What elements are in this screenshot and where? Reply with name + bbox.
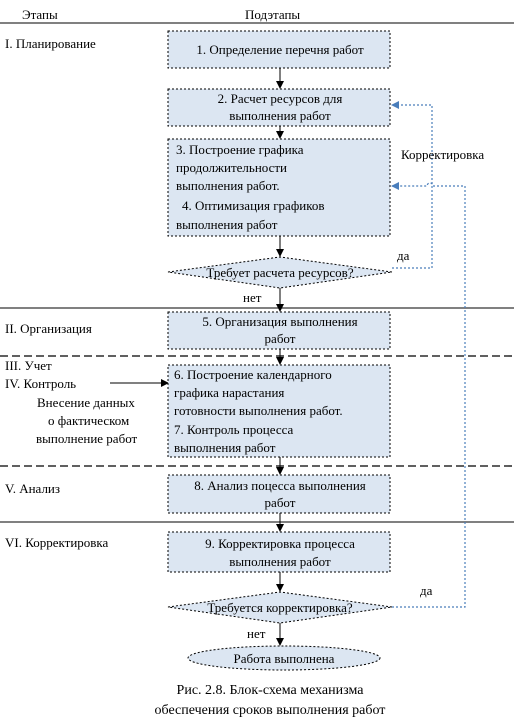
process-box-6-7: 6. Построение календарного графика нарас…	[167, 364, 391, 458]
decision-2-yes-label: да	[420, 583, 433, 598]
stage-control: IV. Контроль	[5, 376, 76, 391]
process-box-2: 2. Расчет ресурсов для выполнения работ	[167, 88, 391, 127]
decision-2-text: Требуется корректировка?	[207, 600, 353, 615]
box-8-line-2: работ	[265, 495, 296, 510]
stage-analysis: V. Анализ	[5, 481, 60, 496]
box-2-line-2: выполнения работ	[229, 108, 331, 123]
process-box-5: 5. Организация выполнения работ	[167, 311, 391, 350]
column-header-substages: Подэтапы	[245, 7, 300, 22]
stage-data-entry-line-2: о фактическом	[48, 413, 129, 428]
stage-accounting: III. Учет	[5, 358, 52, 373]
correction-loop-label: Корректировка	[401, 147, 484, 162]
box-67-line-5: выполнения работ	[174, 440, 276, 455]
process-box-1: 1. Определение перечня работ	[167, 30, 391, 69]
terminal-text: Работа выполнена	[234, 651, 335, 666]
column-header-stages: Этапы	[22, 7, 58, 22]
loop-correction	[391, 182, 466, 608]
box-9-line-2: выполнения работ	[229, 554, 331, 569]
stage-organization: II. Организация	[5, 321, 92, 336]
figure-caption-line-1: Рис. 2.8. Блок-схема механизма	[177, 683, 365, 698]
box-5-line-1: 5. Организация выполнения	[202, 314, 357, 329]
box-5-line-2: работ	[265, 331, 296, 346]
box-67-line-2: графика нарастания	[174, 385, 284, 400]
process-box-8: 8. Анализ поцесса выполнения работ	[167, 474, 391, 514]
box-34-line-2: продолжительности	[176, 160, 287, 175]
stage-data-entry-line-3: выполнение работ	[36, 431, 138, 446]
loop-resource-recalc	[391, 101, 433, 269]
process-box-3-4: 3. Построение графика продолжительности …	[167, 138, 391, 237]
box-34-line-1: 3. Построение графика	[176, 142, 304, 157]
box-1-line-1: 1. Определение перечня работ	[196, 42, 364, 57]
decision-1-no-label: нет	[243, 290, 262, 305]
box-34-line-3: выполнения работ.	[176, 178, 280, 193]
stage-planning: I. Планирование	[5, 36, 96, 51]
decision-2-no-label: нет	[247, 626, 266, 641]
box-9-line-1: 9. Корректировка процесса	[205, 536, 355, 551]
box-67-line-1: 6. Построение календарного	[174, 367, 332, 382]
decision-1-yes-label: да	[397, 248, 410, 263]
decision-resource-calc: Требует расчета ресурсов?	[167, 256, 393, 289]
decision-correction: Требуется корректировка?	[167, 591, 393, 624]
figure-caption-line-2: обеспечения сроков выполнения работ	[155, 703, 386, 718]
stage-correction: VI. Корректировка	[5, 535, 109, 550]
terminal-work-done: Работа выполнена	[187, 645, 381, 671]
process-box-9: 9. Корректировка процесса выполнения раб…	[167, 531, 391, 573]
decision-1-text: Требует расчета ресурсов?	[206, 265, 353, 280]
stage-data-entry-line-1: Внесение данных	[37, 395, 135, 410]
box-67-line-3: готовности выполнения работ.	[174, 403, 343, 418]
box-8-line-1: 8. Анализ поцесса выполнения	[194, 478, 366, 493]
box-67-line-4: 7. Контроль процесса	[174, 422, 294, 437]
box-34-line-4: 4. Оптимизация графиков	[182, 198, 325, 213]
box-2-line-1: 2. Расчет ресурсов для	[218, 91, 343, 106]
box-34-line-5: выполнения работ	[176, 217, 278, 232]
